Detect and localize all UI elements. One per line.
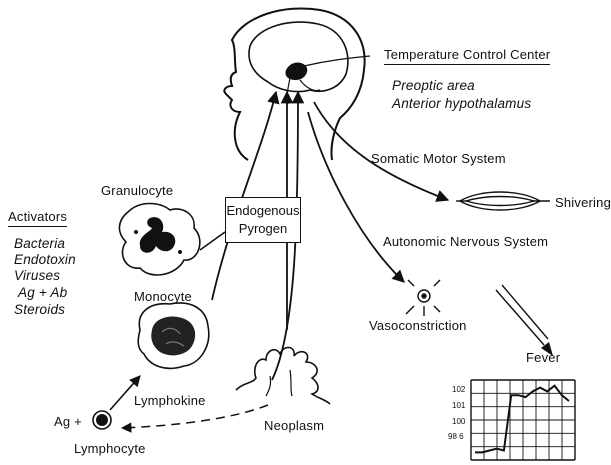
anterior-hypothalamus-label: Anterior hypothalamus (392, 96, 531, 111)
vessel-icon (406, 280, 440, 316)
ag-plus-label: Ag + (54, 414, 82, 429)
lymphokine-dashed-arrow (122, 405, 268, 428)
activator-viruses: Viruses (14, 268, 60, 283)
autonomic-nervous-system-label: Autonomic Nervous System (383, 234, 548, 249)
arrow-to-brain-left (212, 92, 276, 300)
fever-tick-101: 101 (452, 401, 465, 410)
fever-tick-102: 102 (452, 385, 465, 394)
lymphokine-label: Lymphokine (134, 393, 206, 408)
vasoconstriction-label: Vasoconstriction (369, 318, 467, 333)
lymphocyte-label: Lymphocyte (74, 441, 146, 456)
brain-outline (249, 22, 348, 92)
fever-tick-100: 100 (452, 417, 465, 426)
arrow-to-fever (496, 285, 553, 356)
arrow-to-autonomic (308, 112, 404, 282)
neoplasm-label: Neoplasm (264, 418, 324, 433)
head-profile (224, 8, 364, 160)
fever-chart (471, 380, 575, 460)
granulocyte-cell (119, 204, 199, 275)
granulocyte-label: Granulocyte (101, 183, 173, 198)
muscle-icon (456, 192, 550, 210)
endogenous-label: Endogenous (226, 202, 300, 220)
activator-steroids: Steroids (14, 302, 65, 317)
monocyte-label: Monocyte (134, 289, 192, 304)
fever-curve (475, 386, 569, 453)
activator-bacteria: Bacteria (14, 236, 65, 251)
pyrogen-label: Pyrogen (226, 220, 300, 238)
temperature-center (285, 63, 307, 80)
center-to-label-line (304, 56, 370, 66)
activator-endotoxin: Endotoxin (14, 252, 76, 267)
activator-ag-ab: Ag + Ab (18, 285, 67, 300)
shivering-label: Shivering (555, 195, 611, 210)
lymphocyte-cell (93, 411, 111, 429)
activators-title: Activators (8, 209, 67, 227)
endogenous-pyrogen-box: Endogenous Pyrogen (225, 197, 301, 243)
temperature-control-center-label: Temperature Control Center (384, 47, 550, 65)
granulocyte-to-pyrogen-line (200, 232, 225, 250)
preoptic-area-label: Preoptic area (392, 78, 475, 93)
fever-tick-986: 98 6 (448, 432, 464, 441)
neoplasm-mass (236, 347, 330, 404)
monocyte-cell (138, 303, 209, 368)
fever-label: Fever (526, 350, 560, 365)
somatic-motor-system-label: Somatic Motor System (371, 151, 506, 166)
